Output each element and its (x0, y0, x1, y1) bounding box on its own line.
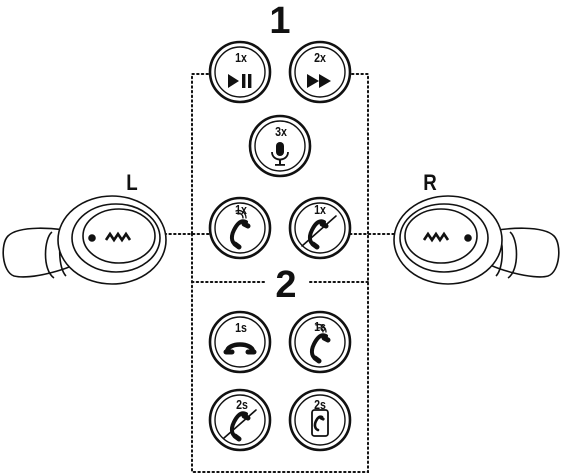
transfer-call-button (288, 388, 352, 452)
phone-end-icon (301, 215, 337, 250)
left-earbud (2, 195, 167, 285)
phone-ringing-icon-1 (229, 209, 251, 250)
phone-hangup-icon (223, 342, 257, 355)
section-1-bracket (191, 73, 369, 235)
answer-hold-button (288, 310, 352, 374)
reject-call-press: 2s (236, 398, 248, 412)
left-logo-icon (104, 231, 132, 243)
phone-reject-icon (223, 409, 257, 442)
play-pause-icon (228, 74, 252, 88)
answer-call-press: 1x (235, 203, 247, 217)
end-call-press: 1x (314, 203, 326, 217)
fast-forward-icon (307, 74, 331, 88)
play-pause-press: 1x (235, 51, 247, 65)
right-logo-icon (422, 231, 450, 243)
microphone-icon (271, 142, 289, 166)
answer-call-button (208, 196, 272, 260)
answer-hold-press: 1s (314, 320, 326, 334)
section-1-label: 1 (269, 0, 291, 42)
voice-assistant-press: 3x (275, 125, 287, 139)
section-2-label: 2 (275, 264, 297, 306)
phone-transfer-icon (311, 409, 329, 437)
transfer-call-press: 2s (314, 398, 326, 412)
phone-ringing-icon-2 (309, 323, 331, 364)
section-2-bracket (191, 233, 369, 473)
right-earbud-label: R (423, 170, 437, 195)
right-earbud (393, 195, 560, 285)
skip-forward-press: 2x (314, 51, 326, 65)
play-pause-button (208, 40, 272, 104)
reject-call-button (208, 388, 272, 452)
left-earbud-label: L (126, 170, 138, 195)
hangup-press: 1s (235, 321, 247, 335)
